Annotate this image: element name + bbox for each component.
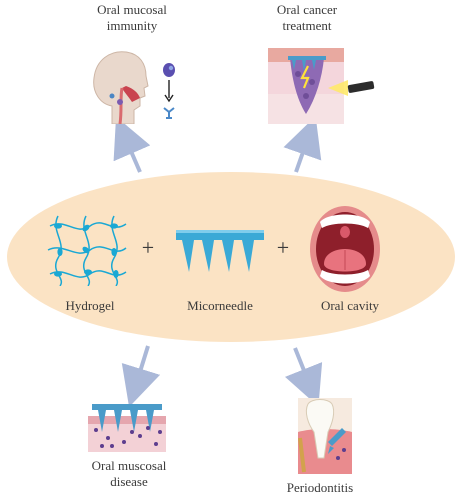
tooth-gum-icon — [298, 398, 352, 474]
label-line: Periodontitis — [286, 480, 354, 495]
plus-text: + — [276, 235, 290, 260]
label-line: disease — [110, 474, 148, 489]
microneedle-array-icon — [176, 230, 264, 272]
label-line: Micorneedle — [187, 298, 253, 313]
label-oral-muscosal-disease: Oral muscosal disease — [74, 458, 184, 490]
arrow-to-mucosal-disease — [121, 345, 161, 408]
arrow-to-cancer — [283, 116, 322, 173]
plus-sign-2: + — [273, 236, 293, 260]
label-line: Oral mucosal — [97, 2, 167, 17]
label-oral-mucosal-immunity: Oral mucosal immunity — [77, 2, 187, 34]
label-micorneedle: Micorneedle — [170, 298, 270, 314]
label-line: immunity — [106, 18, 158, 33]
hydrogel-network-icon — [47, 215, 127, 286]
label-oral-cancer-treatment: Oral cancer treatment — [252, 2, 362, 34]
open-mouth-icon — [310, 206, 380, 292]
label-periodontitis: Periodontitis — [272, 480, 368, 496]
label-line: Oral cavity — [320, 298, 380, 313]
head-profile-immunity-icon — [93, 51, 175, 124]
label-oral-cavity: Oral cavity — [300, 298, 400, 314]
label-line: Oral cancer — [276, 2, 338, 17]
arrow-to-periodontitis — [285, 347, 323, 407]
label-hydrogel: Hydrogel — [45, 298, 135, 314]
label-line: Hydrogel — [65, 298, 115, 313]
tumor-laser-icon — [268, 48, 375, 124]
label-line: treatment — [282, 18, 332, 33]
plus-text: + — [141, 235, 155, 260]
plus-sign-1: + — [138, 236, 158, 260]
arrow-to-immunity — [113, 116, 151, 173]
mucosa-microneedle-icon — [88, 404, 166, 452]
label-line: Oral muscosal — [91, 458, 167, 473]
